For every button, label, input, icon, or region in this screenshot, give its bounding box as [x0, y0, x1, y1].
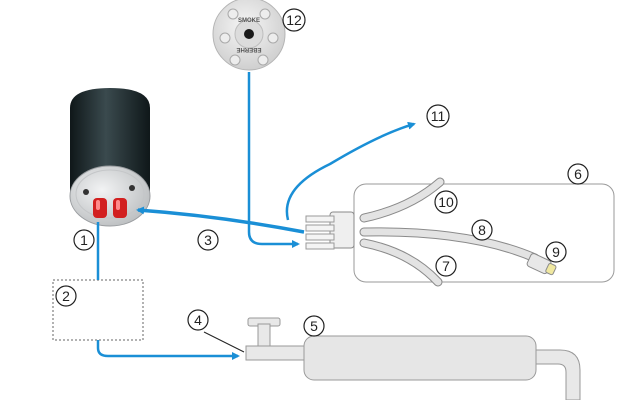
arrow-smoke-to-hose [247, 72, 300, 248]
callout-5-label: 5 [310, 318, 318, 334]
callout-2: 2 [55, 285, 77, 307]
smoke-cap-bottom-label: EBERHE [236, 46, 261, 52]
callout-5: 5 [303, 315, 325, 337]
connection-arrows [96, 72, 416, 360]
callout-6-label: 6 [574, 166, 582, 182]
hose-end-fitting [526, 253, 557, 276]
callout-10-label: 10 [438, 194, 454, 210]
callout-1: 1 [73, 229, 95, 251]
callout-10: 10 [434, 190, 458, 214]
leader-line-4 [203, 331, 245, 353]
terminal-right [113, 198, 127, 218]
callout-7-label: 7 [442, 258, 450, 274]
callout-3-label: 3 [204, 232, 212, 248]
callout-7: 7 [435, 255, 457, 277]
terminal-left [93, 198, 107, 218]
smoke-cap: SMOKE EBERHE [212, 0, 286, 71]
callout-8: 8 [471, 219, 493, 241]
smoke-cap-top-label: SMOKE [238, 18, 260, 24]
arrow-hose-to-heater [136, 206, 305, 234]
callout-11: 11 [426, 104, 450, 128]
callout-3: 3 [197, 229, 219, 251]
arrow-control-to-exhaust [96, 340, 240, 360]
exhaust-muffler [245, 317, 581, 400]
callout-12-label: 12 [286, 12, 302, 28]
callout-8-label: 8 [478, 222, 486, 238]
callout-9-label: 9 [552, 244, 560, 260]
callout-4: 4 [187, 309, 209, 331]
hose-box [305, 177, 615, 287]
callout-1-label: 1 [80, 232, 88, 248]
callout-11-label: 11 [431, 108, 446, 124]
callout-12: 12 [282, 8, 306, 32]
callout-6: 6 [567, 163, 589, 185]
heater-unit [69, 88, 151, 227]
callout-4-label: 4 [194, 312, 202, 328]
callout-9: 9 [545, 241, 567, 263]
callout-2-label: 2 [62, 288, 70, 304]
arrow-hose-to-outlet [285, 121, 416, 221]
